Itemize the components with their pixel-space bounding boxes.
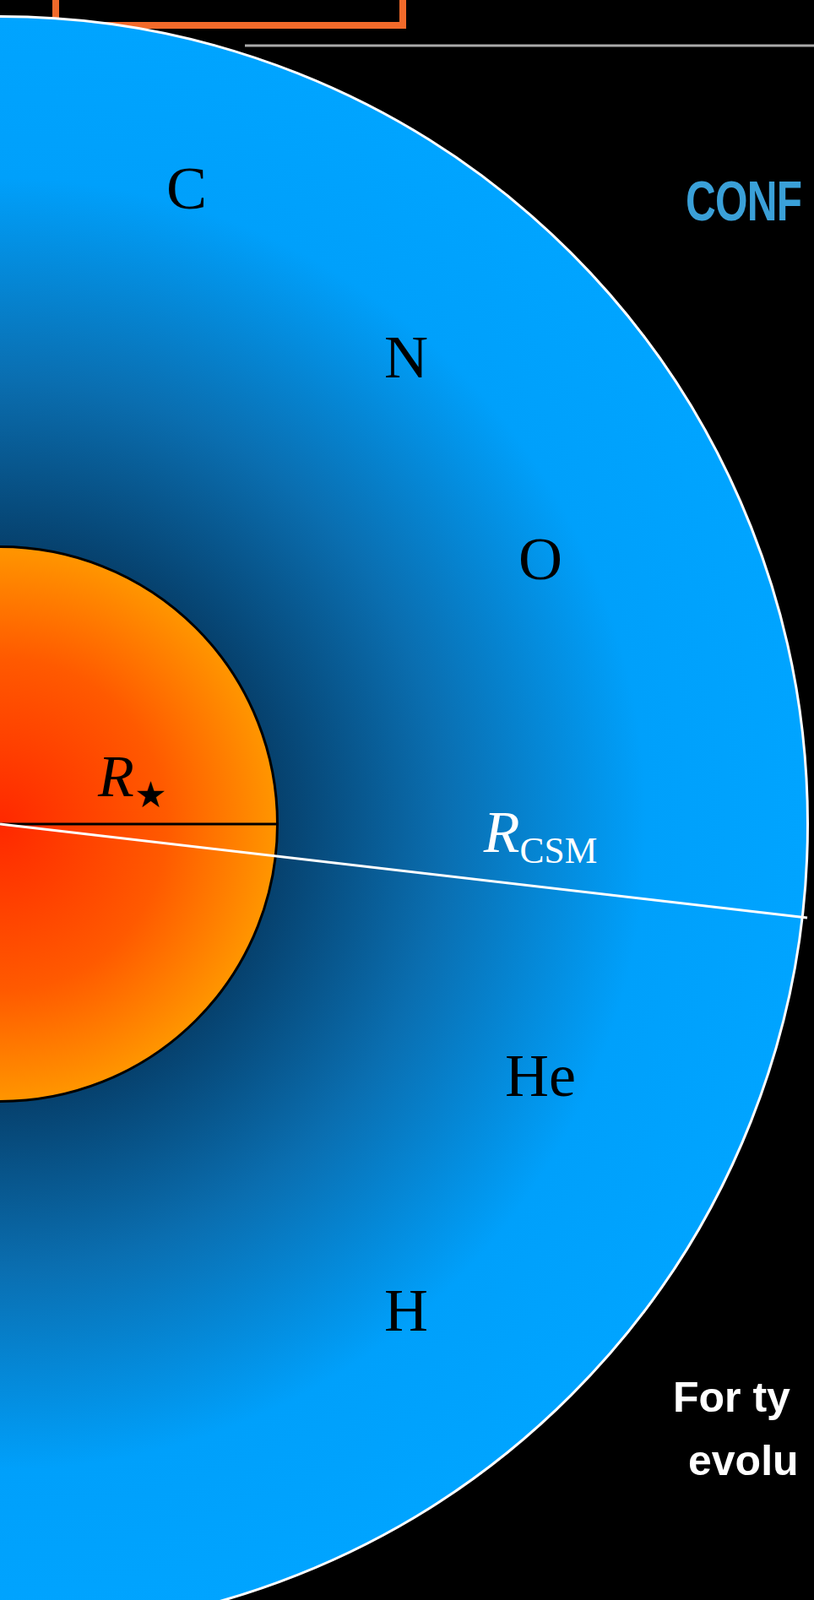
star-radius-line	[0, 823, 279, 826]
csm-shell: C N O RCSM HeH R★	[0, 15, 809, 1600]
element-label: H	[384, 1280, 429, 1341]
element-label: O	[518, 528, 563, 590]
element-label: He	[504, 1045, 576, 1107]
radius-label: R★	[97, 747, 168, 814]
section-title: CONF	[685, 173, 802, 229]
header-box	[55, 0, 403, 26]
header-rule	[244, 44, 814, 48]
csm-radius-line	[0, 824, 808, 918]
radius-label: RCSM	[483, 803, 597, 869]
note-text: evolu	[688, 1439, 799, 1482]
element-label: C	[166, 157, 207, 219]
note-text: For ty	[672, 1376, 791, 1419]
csm-shell-circle	[0, 16, 809, 1600]
element-label: N	[384, 326, 429, 388]
